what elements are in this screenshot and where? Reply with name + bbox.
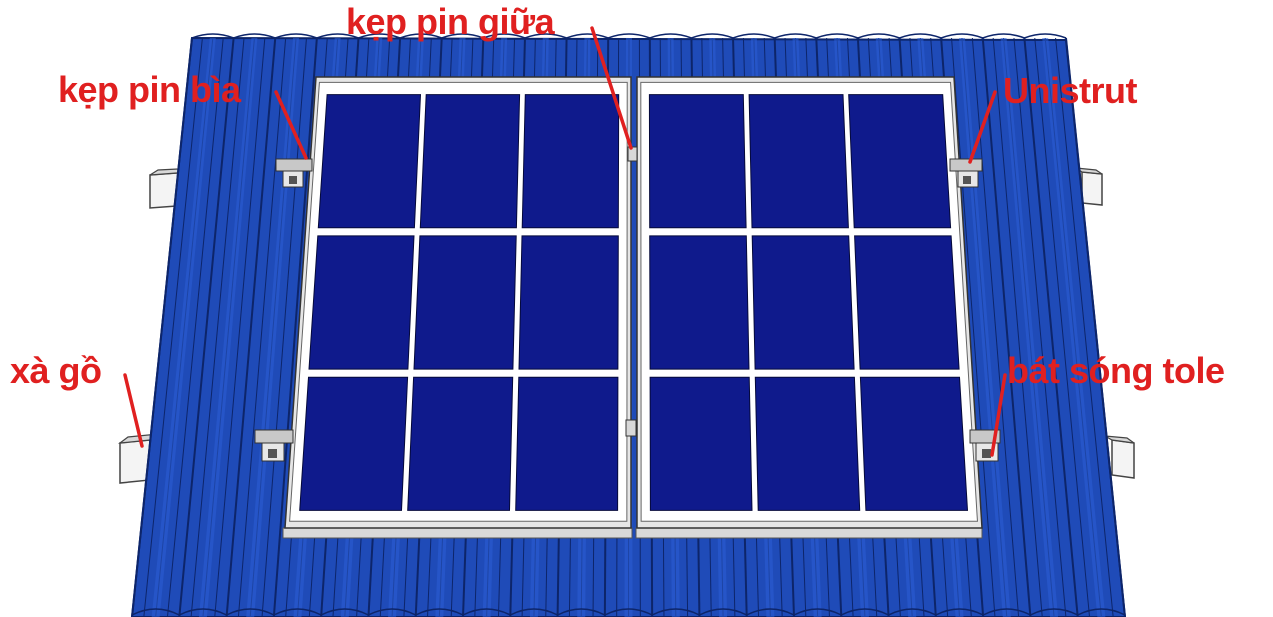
solar-cell-module [414, 236, 516, 369]
solar-cell-module [309, 236, 414, 369]
mid-clamp-bottom [626, 420, 636, 436]
label-end-clamp: kẹp pin bìa [58, 72, 241, 108]
solar-cell-module [855, 236, 960, 369]
leader-purlin [125, 375, 142, 446]
solar-cell-module [522, 95, 619, 228]
mid-clamp-top [628, 147, 637, 161]
label-mid-clamp: kẹp pin giữa [346, 4, 554, 40]
solar-cell-module [752, 236, 854, 369]
solar-cell-module [300, 377, 408, 510]
solar-cell-module [519, 236, 618, 369]
solar-cell-module [860, 377, 967, 510]
solar-cell-module [420, 95, 519, 228]
solar-cell-module [516, 377, 618, 510]
solar-cell-module [650, 377, 752, 510]
solar-cell-module [749, 95, 848, 228]
label-roof-bracket: bát sóng tole [1007, 353, 1225, 389]
label-purlin: xà gồ [10, 353, 102, 389]
solar-cell-module [849, 95, 951, 228]
solar-cell-module [650, 236, 749, 369]
solar-cell-module [408, 377, 513, 510]
solar-cell-module [318, 95, 420, 228]
label-unistrut: Unistrut [1003, 73, 1137, 109]
rail-bases [283, 528, 982, 538]
solar-cell-module [649, 95, 746, 228]
solar-cell-module [755, 377, 859, 510]
